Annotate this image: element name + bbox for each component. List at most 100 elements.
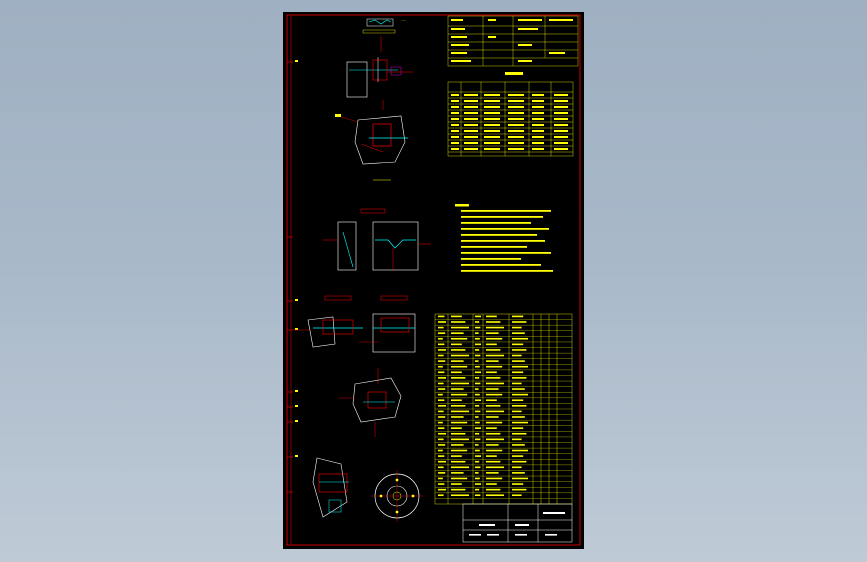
bom-cell-mark — [475, 427, 481, 429]
bom-cell-mark — [451, 410, 469, 413]
bom-cell-mark — [451, 377, 466, 379]
bom-cell-mark — [451, 466, 469, 469]
bom-cell-mark — [475, 382, 481, 385]
detail-view-3 — [323, 208, 431, 271]
bom-cell-mark — [512, 393, 528, 396]
bom-cell-mark — [451, 315, 462, 318]
bom-cell-mark — [512, 494, 522, 497]
bom-cell-mark — [438, 421, 443, 424]
bom-cell-mark — [451, 382, 469, 385]
bom-cell-mark — [475, 343, 481, 346]
bom-cell-mark — [438, 427, 445, 429]
bom-cell-mark — [486, 405, 501, 407]
bom-cell-mark — [486, 416, 499, 418]
bom-cell-mark — [475, 477, 480, 480]
bom-cell-mark — [438, 488, 446, 491]
bom-cell-mark — [451, 455, 462, 457]
bom-cell-mark — [512, 332, 525, 334]
bom-cell-mark — [475, 455, 481, 457]
bom-cell-mark — [475, 416, 479, 418]
bom-cell-mark — [451, 332, 464, 334]
bom-cell-mark — [438, 477, 443, 480]
bom-cell-mark — [438, 349, 446, 351]
bom-cell-mark — [451, 483, 462, 485]
bom-cell-mark — [475, 460, 480, 463]
bom-cell-mark — [438, 326, 444, 329]
cad-drawing: ····· — [286, 14, 581, 546]
bom-cell-mark — [486, 483, 497, 485]
frame-markers — [295, 60, 298, 457]
bom-cell-mark — [451, 321, 466, 323]
bom-cell-mark — [486, 371, 497, 374]
bom-cell-mark — [486, 321, 501, 323]
bom-cell-mark — [438, 410, 444, 413]
bom-cell-mark — [486, 360, 499, 362]
bom-cell-mark — [475, 393, 480, 396]
bom-cell-mark — [451, 326, 469, 329]
bom-cell-mark — [475, 332, 479, 334]
bom-cell-mark — [451, 349, 466, 351]
bom-cell-mark — [512, 337, 528, 340]
parts-table-middle-marks — [451, 72, 568, 150]
bom-cell-mark — [438, 354, 444, 357]
bom-cell-mark — [486, 438, 504, 441]
bom-cell-mark — [451, 416, 464, 418]
bom-cell-mark — [486, 388, 499, 390]
bom-cell-mark — [512, 449, 528, 452]
detail-view-6-bracket — [312, 457, 349, 518]
bom-cell-mark — [512, 483, 524, 485]
bom-cell-mark — [475, 360, 479, 362]
bom-cell-mark — [451, 393, 468, 396]
bom-cell-mark — [451, 365, 468, 368]
bom-cell-mark — [451, 477, 468, 480]
bom-cell-mark — [451, 494, 469, 497]
bom-cell-mark — [475, 494, 481, 497]
bom-cell-mark — [475, 472, 479, 474]
bom-cell-mark — [451, 360, 464, 362]
bom-cell-mark — [512, 438, 522, 441]
bom-cell-mark — [475, 315, 481, 318]
bom-cell-mark — [486, 365, 503, 368]
bom-cell-mark — [486, 432, 501, 435]
bom-cell-mark — [438, 388, 446, 390]
bom-cell-mark — [512, 326, 522, 329]
bom-cell-mark — [475, 483, 481, 485]
bom-cell-mark — [451, 460, 466, 463]
bom-cell-mark — [486, 477, 503, 480]
bom-cell-mark — [512, 321, 527, 323]
bom-cell-mark — [475, 438, 481, 441]
bom-cell-mark — [438, 405, 446, 407]
bom-cell-mark — [438, 483, 445, 485]
bom-cell-mark — [451, 388, 464, 390]
bom-cell-mark — [438, 360, 446, 362]
bom-cell-mark — [486, 343, 497, 346]
bom-cell-mark — [486, 382, 504, 385]
bom-cell-mark — [486, 354, 504, 357]
detail-view-4 — [293, 295, 416, 353]
bom-cell-mark — [451, 399, 462, 402]
bom-cell-mark — [512, 405, 527, 407]
bom-cell-mark — [512, 360, 525, 362]
bom-cell-mark — [438, 399, 445, 402]
bom-cell-mark — [512, 354, 522, 357]
bom-cell-mark — [512, 399, 524, 402]
bom-cell-mark — [475, 377, 480, 379]
bom-cell-mark — [486, 315, 497, 318]
detail-view-5 — [338, 368, 402, 437]
bom-cell-mark — [475, 326, 481, 329]
bom-cell-mark — [451, 337, 468, 340]
bom-cell-mark — [475, 466, 481, 469]
bom-cell-mark — [475, 399, 481, 402]
bom-cell-mark — [512, 315, 524, 318]
bom-cell-mark — [475, 337, 480, 340]
bom-cell-mark — [438, 365, 443, 368]
parts-table-middle — [447, 81, 574, 157]
bom-cell-mark — [438, 494, 444, 497]
bom-cell-mark — [438, 321, 446, 323]
bom-cell-mark — [451, 371, 462, 374]
bom-cell-mark — [486, 349, 501, 351]
bom-cell-mark — [451, 421, 468, 424]
bom-cell-mark — [438, 371, 445, 374]
svg-text:·····: ····· — [401, 19, 406, 23]
bom-cell-mark — [475, 349, 480, 351]
